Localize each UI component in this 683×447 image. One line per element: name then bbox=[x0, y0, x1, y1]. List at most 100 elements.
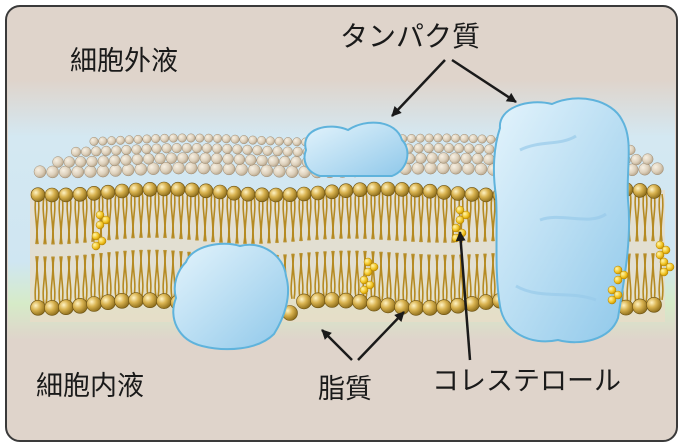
lipid-head-back bbox=[291, 156, 302, 167]
lipid-head-back bbox=[485, 145, 495, 155]
lipid-head-back bbox=[293, 138, 301, 146]
lipid-head-back bbox=[223, 163, 235, 175]
lipid-head-back bbox=[283, 147, 293, 157]
lipid-head-back bbox=[90, 137, 98, 145]
lipid-head-back bbox=[261, 165, 273, 177]
lipid-head-bottom bbox=[45, 300, 60, 315]
lipid-head-back bbox=[205, 134, 213, 142]
lipid-head-top bbox=[297, 187, 311, 201]
lipid-head-bottom bbox=[311, 293, 326, 308]
lipid-head-top bbox=[185, 183, 199, 197]
label-extracellular: 細胞外液 bbox=[70, 46, 178, 77]
lipid-head-bottom bbox=[395, 300, 410, 315]
label-cholesterol: コレステロール bbox=[432, 366, 621, 397]
lipid-head-top bbox=[73, 187, 87, 201]
lipid-head-top bbox=[269, 188, 283, 202]
lipid-head-back bbox=[107, 137, 115, 145]
lipid-head-top bbox=[325, 185, 339, 199]
lipid-head-top bbox=[339, 184, 353, 198]
lipid-head-back bbox=[425, 162, 437, 174]
protein-small-bottom bbox=[173, 244, 288, 349]
lipid-head-top bbox=[129, 183, 143, 197]
lipid-head-back bbox=[185, 162, 197, 174]
lipid-head-back bbox=[248, 164, 260, 176]
lipid-head-back bbox=[253, 146, 263, 156]
lipid-head-top bbox=[199, 184, 213, 198]
lipid-head-back bbox=[639, 163, 651, 175]
lipid-head-back bbox=[122, 145, 132, 155]
lipid-head-back bbox=[444, 143, 454, 153]
lipid-head-bottom bbox=[325, 293, 340, 308]
lipid-head-back bbox=[143, 154, 154, 165]
lipid-head-back bbox=[187, 134, 195, 142]
cholesterol-ring bbox=[360, 286, 368, 294]
lipid-head-top bbox=[647, 185, 661, 199]
lipid-head-back bbox=[487, 135, 495, 143]
lipid-head-back bbox=[236, 164, 248, 176]
lipid-head-bottom bbox=[409, 300, 424, 315]
lipid-head-top bbox=[31, 188, 45, 202]
lipid-head-bottom bbox=[381, 298, 396, 313]
lipid-head-back bbox=[416, 134, 424, 142]
cholesterol-ring bbox=[92, 242, 100, 250]
lipid-head-back bbox=[273, 165, 285, 177]
cholesterol-ring bbox=[96, 221, 104, 229]
lipid-head-top bbox=[465, 187, 479, 201]
lipid-head-bottom bbox=[367, 296, 382, 311]
lipid-head-back bbox=[166, 153, 177, 164]
lipid-head-back bbox=[196, 134, 204, 142]
protein-small-top bbox=[305, 123, 408, 176]
lipid-head-back bbox=[189, 153, 200, 164]
lipid-head-bottom bbox=[101, 295, 116, 310]
lipid-head-back bbox=[263, 146, 273, 156]
lipid-head-back bbox=[474, 144, 484, 154]
label-intracellular: 細胞内液 bbox=[36, 371, 144, 402]
lipid-head-back bbox=[112, 146, 122, 156]
lipid-head-back bbox=[469, 135, 477, 143]
lipid-head-back bbox=[200, 153, 211, 164]
cholesterol-ring bbox=[660, 268, 668, 276]
lipid-head-bottom bbox=[423, 300, 438, 315]
lipid-head-top bbox=[101, 185, 115, 199]
lipid-head-back bbox=[222, 144, 232, 154]
lipid-head-top bbox=[437, 185, 451, 199]
lipid-head-top bbox=[255, 188, 269, 202]
cholesterol-ring bbox=[456, 216, 464, 224]
lipid-head-bottom bbox=[297, 294, 312, 309]
lipid-head-top bbox=[311, 186, 325, 200]
lipid-head-back bbox=[172, 143, 182, 153]
lipid-head-top bbox=[213, 185, 227, 199]
lipid-head-back bbox=[461, 153, 472, 164]
lipid-head-back bbox=[160, 134, 168, 142]
lipid-head-back bbox=[173, 162, 185, 174]
cholesterol-ring bbox=[364, 268, 372, 276]
lipid-head-back bbox=[134, 135, 142, 143]
lipid-head-back bbox=[81, 147, 91, 157]
cholesterol-ring bbox=[608, 296, 616, 304]
label-protein: タンパク質 bbox=[340, 20, 480, 53]
cholesterol-ring bbox=[452, 234, 460, 242]
lipid-head-top bbox=[227, 186, 241, 200]
lipid-head-bottom bbox=[73, 298, 88, 313]
lipid-head-back bbox=[132, 145, 142, 155]
lipid-head-bottom bbox=[87, 297, 102, 312]
lipid-head-back bbox=[135, 163, 147, 175]
lipid-head-back bbox=[109, 155, 120, 166]
lipid-head-back bbox=[257, 136, 265, 144]
lipid-head-back bbox=[84, 166, 96, 178]
lipid-head-back bbox=[478, 135, 486, 143]
lipid-head-top bbox=[171, 182, 185, 196]
lipid-head-back bbox=[64, 157, 75, 168]
lipid-head-back bbox=[75, 156, 86, 167]
lipid-head-back bbox=[132, 154, 143, 165]
lipid-head-top bbox=[115, 184, 129, 198]
lipid-head-top bbox=[423, 184, 437, 198]
lipid-head-back bbox=[198, 162, 210, 174]
lipid-head-back bbox=[211, 153, 222, 164]
lipid-head-top bbox=[633, 183, 647, 197]
lipid-head-back bbox=[437, 162, 449, 174]
lipid-head-bottom bbox=[437, 300, 452, 315]
lipid-head-back bbox=[425, 134, 433, 142]
lipid-head-back bbox=[257, 155, 268, 166]
lipid-head-back bbox=[434, 134, 442, 142]
